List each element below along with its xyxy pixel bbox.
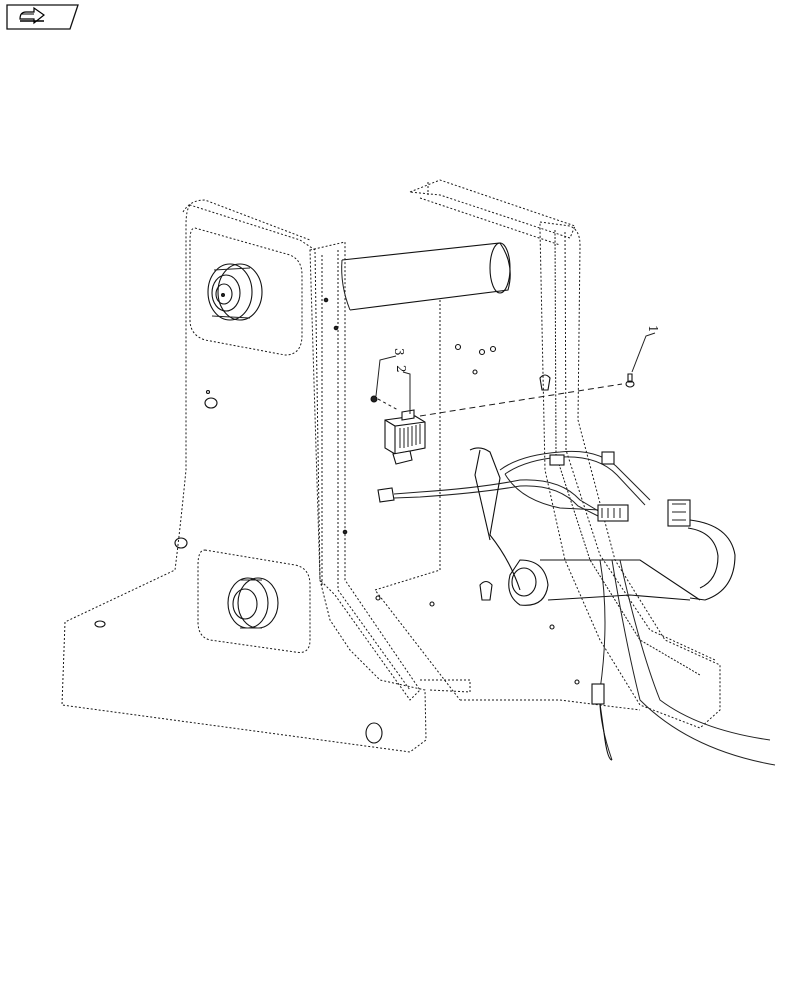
left-side-plate: [61, 199, 471, 753]
right-upright-channel: [539, 221, 721, 729]
left-upright-channel: [309, 241, 421, 701]
relay-module: [384, 409, 426, 465]
callout-leaders: [375, 332, 656, 414]
arrow-right-icon: [19, 6, 46, 25]
lower-pivot-hub: [227, 577, 279, 629]
callout-2: 2: [394, 365, 408, 373]
upper-rear-bracket: [409, 179, 576, 246]
callout-3: 3: [392, 348, 406, 356]
rear-panel: [374, 300, 641, 711]
mounting-centerline: [377, 383, 623, 417]
cross-tube: [341, 242, 511, 311]
nav-badge[interactable]: [6, 4, 79, 30]
callout-1: 1: [646, 325, 660, 333]
nut: [370, 395, 378, 403]
upper-pivot-hub: [207, 263, 263, 321]
wiring-harness: [377, 447, 776, 766]
bolt: [625, 373, 635, 388]
